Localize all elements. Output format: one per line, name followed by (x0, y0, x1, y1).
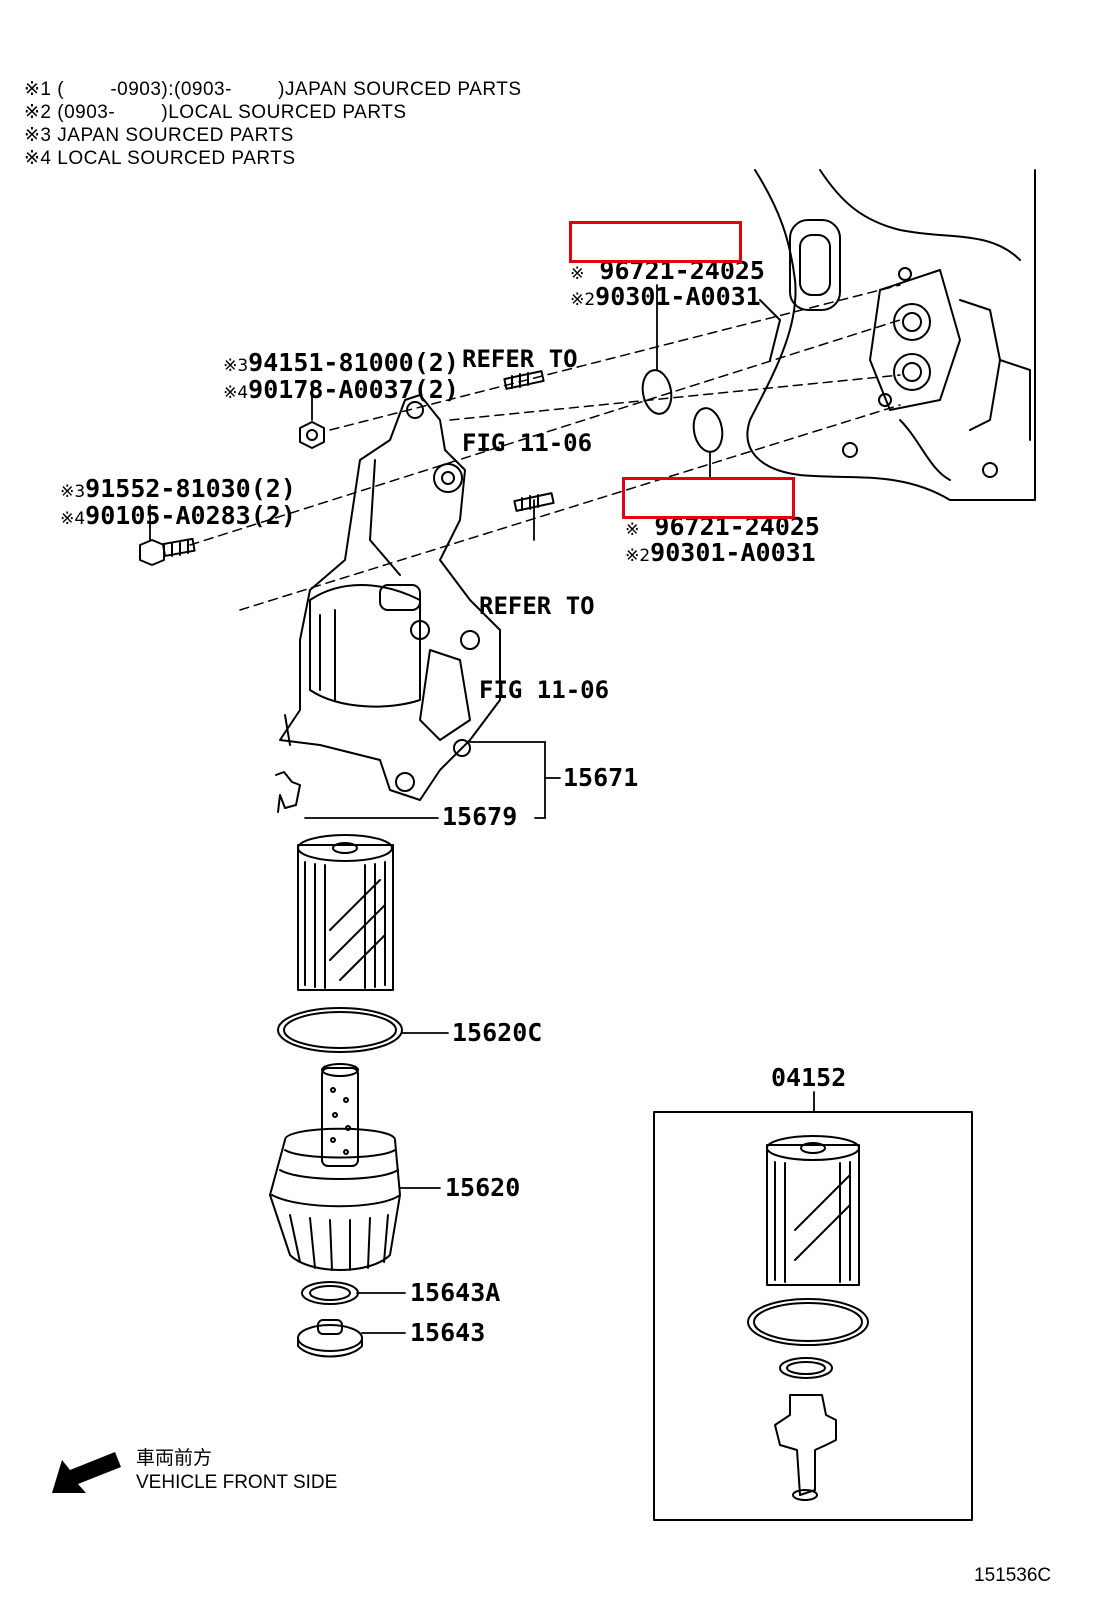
filter-bracket-drawing (279, 394, 501, 801)
assembly-lines (189, 284, 901, 611)
label-nut-local: ※490178-A0037(2) (223, 375, 459, 404)
note-2: ※2 (0903- )LOCAL SOURCED PARTS (24, 102, 407, 123)
label-bolt-japan: ※391552-81030(2) (60, 474, 296, 503)
kit-box (653, 1111, 973, 1521)
label-plug: 15643 (410, 1318, 486, 1347)
label-gasket: 15620C (452, 1018, 543, 1047)
o-ring-lower-drawing (692, 407, 724, 453)
refer-note-upper: REFER TO FIG 11-06 (462, 345, 593, 457)
nut-drawing (299, 421, 325, 449)
note-4: ※4 LOCAL SOURCED PARTS (24, 148, 296, 169)
refer-note-lower: REFER TO FIG 11-06 (479, 592, 610, 704)
gasket-drawing (277, 1007, 403, 1053)
vehicle-front-jp: 車両前方 (136, 1448, 213, 1469)
filter-element-drawing (297, 834, 394, 991)
label-o-ring-upper-alt: ※290301-A0031 (570, 282, 761, 311)
label-nut-japan: ※394151-81000(2) (223, 348, 459, 377)
note-1: ※1 ( -0903):(0903- )JAPAN SOURCED PARTS (24, 79, 522, 100)
vehicle-front-caption: 車両前方 VEHICLE FRONT SIDE (136, 1447, 337, 1495)
o-ring-upper-drawing (641, 369, 673, 415)
label-bracket: 15671 (563, 763, 639, 792)
plug-drawing (297, 1319, 363, 1358)
highlight-box-upper (569, 221, 742, 263)
stud-upper-drawing (503, 370, 545, 390)
leader-lines (149, 284, 815, 1334)
source-notes: ※1 ( -0903):(0903- )JAPAN SOURCED PARTS … (24, 78, 522, 170)
note-3: ※3 JAPAN SOURCED PARTS (24, 125, 294, 146)
clip-drawing (275, 771, 301, 813)
vehicle-front-en: VEHICLE FRONT SIDE (136, 1472, 338, 1493)
highlight-box-lower (622, 477, 795, 519)
label-kit: 04152 (771, 1063, 847, 1092)
kit-contents-drawing (747, 1135, 869, 1501)
figure-number: 151536C (974, 1565, 1052, 1586)
label-clip: 15679 (442, 802, 518, 831)
bolt-drawing (139, 537, 196, 566)
engine-block-drawing (746, 169, 1036, 501)
label-cap: 15620 (445, 1173, 521, 1202)
washer-drawing (301, 1281, 359, 1305)
vehicle-front-arrow-icon (52, 1452, 121, 1493)
stud-lower-drawing (513, 492, 555, 512)
label-o-ring-lower-alt: ※290301-A0031 (625, 538, 816, 567)
label-bolt-local: ※490105-A0283(2) (60, 501, 296, 530)
cap-drawing (269, 1063, 401, 1271)
label-washer: 15643A (410, 1278, 501, 1307)
